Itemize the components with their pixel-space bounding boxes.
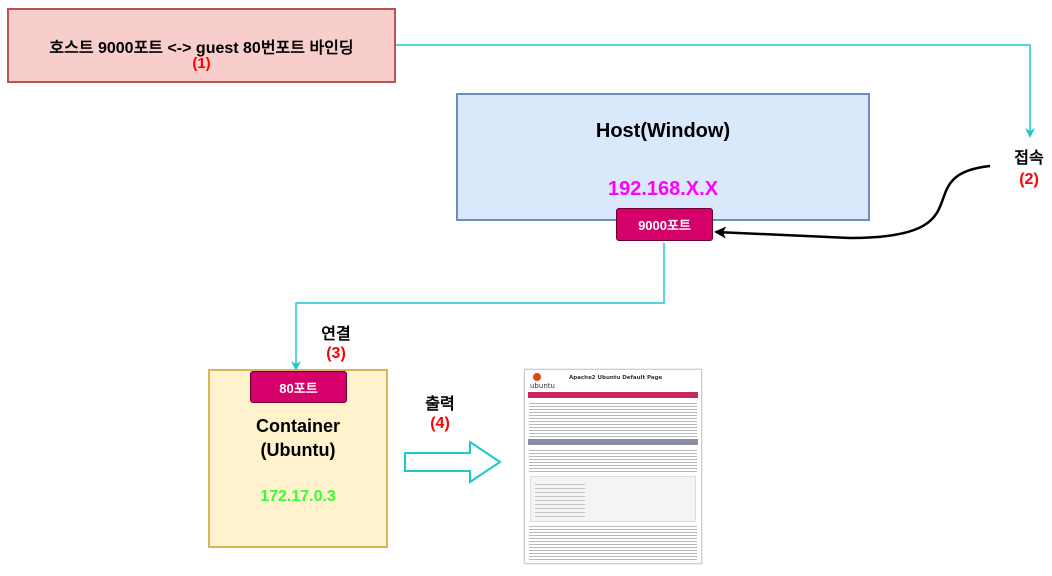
apache-section-header-1: It works! — [528, 392, 698, 408]
port-to-container-arrow — [291, 243, 665, 371]
apache-body-text-3 — [529, 524, 697, 562]
container-title-line2: (Ubuntu) — [260, 440, 336, 460]
apache-page-title: Apache2 Ubuntu Default Page — [569, 375, 663, 381]
apache-logo-text: ubuntu — [530, 382, 555, 390]
binding-step: (1) — [192, 55, 211, 72]
host-port-badge: 9000포트 — [616, 208, 713, 241]
apache-page-thumbnail: ubuntu Apache2 Ubuntu Default Page It wo… — [524, 369, 702, 564]
apache-body-text-1 — [529, 401, 697, 437]
link-step: (3) — [326, 345, 346, 362]
host-title: Host(Window) — [595, 120, 731, 142]
container-title-line1: Container — [255, 416, 340, 436]
ubuntu-logo-icon — [533, 373, 541, 381]
connect-to-port-arrow — [714, 164, 991, 240]
host-box: Host(Window) 192.168.X.X — [456, 93, 870, 221]
link-label: 연결 — [321, 326, 351, 343]
output-arrow — [404, 440, 502, 484]
container-port-badge: 80포트 — [250, 371, 347, 403]
host-ip: 192.168.X.X — [607, 178, 719, 200]
apache-code-block — [530, 476, 696, 522]
binding-title: 호스트 9000포트 <-> guest 80번포트 바인딩 — [49, 40, 354, 57]
connect-label: 접속 — [1014, 150, 1044, 167]
binding-box: 호스트 9000포트 <-> guest 80번포트 바인딩 (1) — [7, 8, 396, 83]
output-label: 출력 — [425, 396, 455, 413]
binding-to-connect-arrow — [396, 44, 1035, 138]
apache-body-text-2 — [529, 448, 697, 474]
output-step: (4) — [430, 415, 450, 432]
apache-section-header-2: Configuration Overview — [528, 439, 698, 455]
connect-step: (2) — [1019, 171, 1039, 188]
container-ip: 172.17.0.3 — [260, 488, 336, 505]
